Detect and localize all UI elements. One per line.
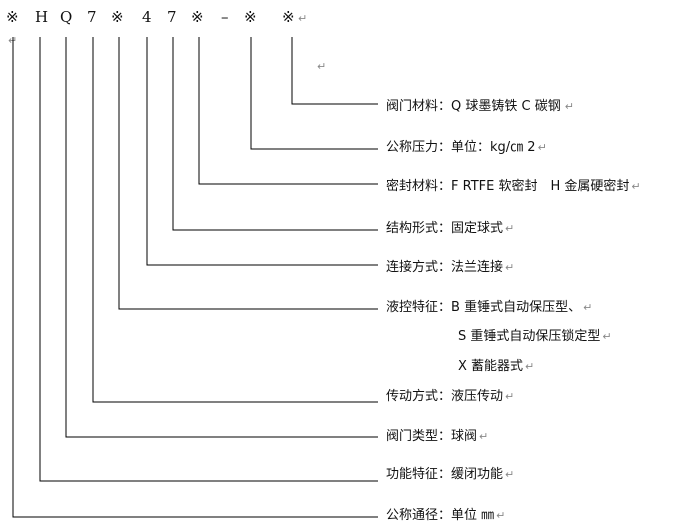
legend-label: 公称压力：单位：kg/㎝ 2↵ [386,140,547,155]
legend-label: 密封材料：F RTFE 软密封 H 金属硬密封↵ [386,178,641,194]
connector-lines [12,37,378,518]
code-char: ※ [282,8,295,26]
model-code-row: ※ H Q 7 ※ 4 7 ※ – ※ ※ ↵ [6,8,307,26]
code-char: 7 [167,8,177,26]
legend-label: 阀门类型：球阀↵ [386,429,488,444]
connector-line [250,37,378,150]
legend-label: 传动方式：液压传动↵ [386,388,514,404]
legend-label: 结构形式：固定球式↵ [386,221,514,236]
connector-line [291,37,378,105]
legend-label: 连接方式：法兰连接↵ [386,259,514,275]
code-char: ※ [6,8,19,26]
connector-line [172,37,378,231]
connector-line [92,37,378,403]
connector-line [12,37,378,518]
code-char: H [35,8,48,26]
connector-line [198,37,378,185]
code-char: ※ [111,8,124,26]
code-char: – [221,8,229,26]
return-mark: ↵ [317,60,326,73]
code-char: 7 [87,8,97,26]
connector-line [39,37,378,482]
legend-label-continued: X 蓄能器式↵ [458,359,534,374]
legend-label: 功能特征：缓闭功能↵ [386,467,514,482]
legend: 阀门材料：Q 球墨铸铁 C 碳钢↵ 公称压力：单位：kg/㎝ 2↵ 密封材料：F… [386,98,641,523]
legend-label-continued: S 重锤式自动保压锁定型↵ [458,328,612,344]
legend-label: 液控特征：B 重锤式自动保压型、↵ [386,299,592,315]
legend-label: 阀门材料：Q 球墨铸铁 C 碳钢↵ [386,98,574,114]
code-char: ※ [244,8,257,26]
code-char: Q [60,8,72,26]
connector-line [146,37,378,266]
return-mark: ↵ [298,12,307,25]
code-char: ※ [191,8,204,26]
legend-label: 公称通径：单位 ㎜↵ [386,508,505,523]
code-char: 4 [142,8,152,26]
connector-line [65,37,378,438]
connector-line [118,37,378,310]
